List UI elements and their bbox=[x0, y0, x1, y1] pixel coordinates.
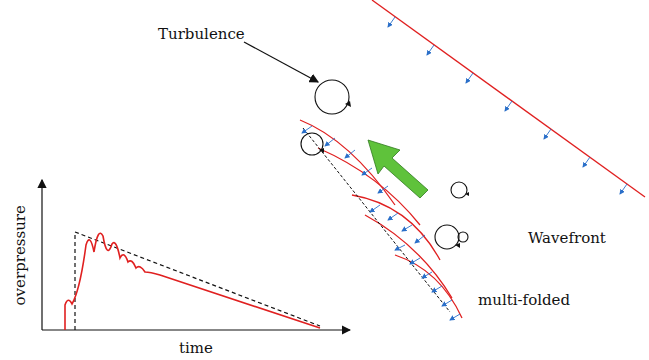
mean-front bbox=[303, 128, 450, 312]
callout-label: Turbulence bbox=[158, 26, 245, 43]
leader-line bbox=[244, 42, 318, 82]
pressure-chart bbox=[42, 180, 350, 330]
axis-label: overpressure bbox=[12, 205, 29, 305]
callout-label: multi-folded bbox=[478, 292, 570, 309]
folded-arrows bbox=[302, 126, 460, 320]
callout-label: Wavefront bbox=[528, 230, 606, 247]
folded-wavefront bbox=[300, 120, 462, 318]
eddy-heads bbox=[319, 101, 469, 248]
direction-arrow bbox=[368, 140, 428, 198]
axis-label: time bbox=[179, 340, 213, 357]
wavefront-line bbox=[372, 0, 645, 197]
propagation-arrows bbox=[388, 17, 627, 194]
turbulence-eddies bbox=[301, 80, 468, 249]
